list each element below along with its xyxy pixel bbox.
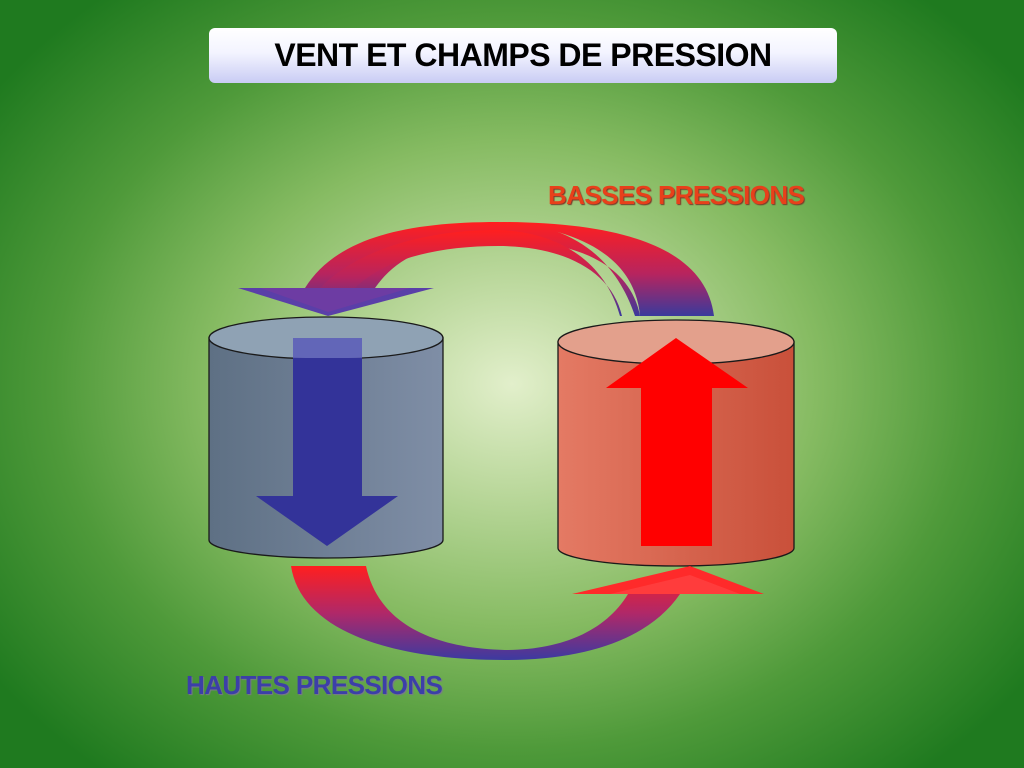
title-box: VENT ET CHAMPS DE PRESSION bbox=[209, 28, 837, 83]
low-pressure-label: BASSES PRESSIONS bbox=[548, 180, 805, 210]
down-arrow bbox=[256, 338, 398, 546]
top-circulation-arrow bbox=[238, 222, 714, 316]
up-arrow bbox=[606, 338, 748, 546]
bottom-circulation-arrow bbox=[291, 566, 764, 660]
high-pressure-label: HAUTES PRESSIONS bbox=[186, 670, 443, 700]
slide-title: VENT ET CHAMPS DE PRESSION bbox=[274, 37, 772, 73]
